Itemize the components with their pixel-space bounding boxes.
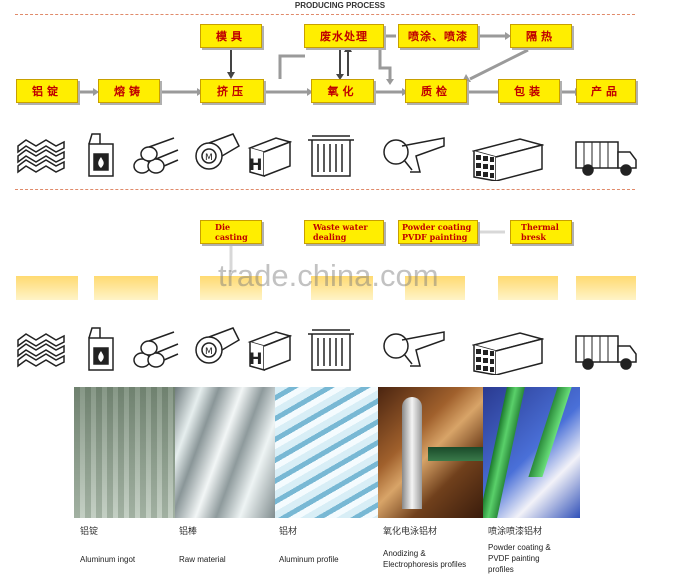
thermal-line2: bresk [521, 232, 546, 242]
step-casting: 熔铸 [98, 79, 160, 103]
delivery-truck-icon [575, 141, 637, 176]
delivery-truck-icon [575, 335, 637, 370]
faded-box [94, 276, 158, 300]
anodizing-tank-icon [308, 329, 354, 371]
flow-arrows-en [229, 230, 505, 272]
billets-icon [133, 137, 179, 174]
profile-bar [428, 447, 483, 461]
photo-aluminum-ingot [74, 387, 175, 518]
caption-cn-ingot: 铝锭 [80, 527, 99, 537]
step-product: 产品 [576, 79, 636, 103]
billets-icon [133, 331, 179, 368]
faded-box [576, 276, 636, 300]
powder-coating-line2: PVDF painting [402, 232, 468, 242]
svg-text:H: H [249, 155, 262, 174]
profile-icon: H [247, 331, 292, 371]
step-thermal-break: 隔热 [510, 24, 572, 48]
die-casting-line2: casting [215, 232, 248, 242]
extrusion-die-icon: M [195, 327, 240, 364]
photo-aluminum-profile [275, 387, 378, 518]
photo-raw-material [175, 387, 275, 518]
inspection-caliper-icon [383, 137, 445, 173]
svg-text:M: M [205, 347, 213, 357]
waste-water-line1: Waste water [313, 222, 368, 232]
watermark: trade.china.com [218, 258, 439, 293]
faded-box [311, 276, 373, 300]
photo-anodizing [378, 387, 483, 518]
faded-box [405, 276, 465, 300]
svg-text:H: H [249, 349, 262, 368]
furnace-icon [88, 327, 114, 371]
caption-cn-raw: 铝棒 [179, 527, 198, 537]
step-packing: 包装 [498, 79, 560, 103]
divider [15, 14, 635, 15]
step-wastewater: 废水处理 [304, 24, 384, 48]
caption-en-profile: Aluminum profile [279, 555, 339, 564]
green-profile [483, 387, 525, 518]
step-mould: 模具 [200, 24, 262, 48]
faded-box [16, 276, 78, 300]
caption-en-coated-1: Powder coating & [488, 543, 551, 552]
svg-text:M: M [205, 153, 213, 163]
packaging-bundle-icon [472, 138, 544, 181]
step-extrusion: 挤压 [200, 79, 264, 103]
caption-en-ingot: Aluminum ingot [80, 555, 136, 564]
step-coating: 喷涂、喷漆 [398, 24, 478, 48]
profile-tube [402, 397, 422, 509]
ingot-stack-icon [17, 139, 65, 174]
divider [15, 189, 635, 190]
faded-box [200, 276, 262, 300]
step-quality-check: 质检 [405, 79, 467, 103]
furnace-icon [88, 133, 114, 177]
profile-icon: H [247, 137, 292, 177]
ingot-stack-icon [17, 333, 65, 368]
anodizing-tank-icon [308, 135, 354, 177]
faded-box [498, 276, 558, 300]
green-profile [528, 387, 572, 477]
extrusion-die-icon: M [195, 133, 240, 170]
caption-en-anodizing-2: Electrophoresis profiles [383, 560, 467, 569]
inspection-caliper-icon [383, 331, 445, 367]
waste-water-line2: dealing [313, 232, 347, 242]
thermal-line1: Thermal [521, 222, 559, 232]
step-anodizing: 氧化 [311, 79, 374, 103]
die-casting-line1: Die [215, 222, 231, 232]
caption-cn-anodizing: 氧化电泳铝材 [383, 527, 438, 537]
packaging-bundle-icon [472, 332, 544, 375]
caption-cn-profile: 铝材 [279, 527, 298, 537]
caption-en-coated-2: PVDF painting [488, 554, 540, 563]
step-ingot: 铝锭 [16, 79, 78, 103]
caption-en-coated-3: profiles [488, 565, 514, 574]
caption-en-raw: Raw material [179, 555, 226, 564]
caption-en-anodizing-1: Anodizing & [383, 549, 426, 558]
powder-coating-line1: Powder coating [402, 222, 472, 232]
page-title: PRODUCING PROCESS [294, 1, 386, 10]
caption-cn-coated: 喷涂喷漆铝材 [488, 527, 543, 537]
photo-coated [483, 387, 580, 518]
